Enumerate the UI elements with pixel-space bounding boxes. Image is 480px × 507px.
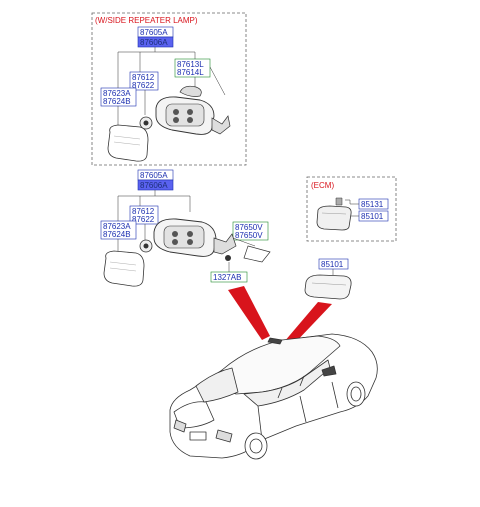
part-label-87612[interactable]: 87612 <box>132 73 155 82</box>
ecm-group-box <box>306 176 397 242</box>
part-label-85101[interactable]: 85101 <box>361 212 384 221</box>
leader-lines-top <box>117 47 226 128</box>
repeater-group-title: (W/SIDE REPEATER LAMP) <box>95 16 198 25</box>
part-label-87606A[interactable]: 87606A <box>140 181 168 190</box>
part-label-box <box>100 220 137 240</box>
mirror-glass-icon <box>107 124 149 162</box>
mirror-actuator-icon <box>139 116 153 130</box>
part-label-87624B[interactable]: 87624B <box>103 97 131 106</box>
pointer-arrow-side-mirror <box>228 286 270 340</box>
part-label-87613L[interactable]: 87613L <box>177 60 204 69</box>
part-label-87606A[interactable]: 87606A <box>140 38 168 47</box>
leader-lines-middle <box>117 190 256 272</box>
repeater-group-box <box>91 12 247 166</box>
part-label-box <box>318 258 349 270</box>
part-label-box <box>174 58 211 78</box>
mirror-actuator-icon <box>139 239 153 253</box>
part-label-box <box>100 87 137 107</box>
part-label-87650V[interactable]: 87650V <box>235 223 263 232</box>
part-label-85101-plain[interactable]: 85101 <box>321 260 344 269</box>
pointer-arrow-rearview <box>284 302 332 346</box>
mirror-cover-icon <box>179 85 202 97</box>
part-label-87660V[interactable]: 87650V <box>235 231 263 240</box>
part-label-87623A[interactable]: 87623A <box>103 222 131 231</box>
part-label-box <box>129 71 159 91</box>
mirror-housing-icon <box>153 218 237 257</box>
mirror-glass-icon <box>103 250 145 287</box>
part-label-1327AB[interactable]: 1327AB <box>213 273 241 282</box>
ecm-group-title: (ECM) <box>311 181 334 190</box>
part-label-box <box>232 221 269 241</box>
part-label-highlight <box>137 36 174 48</box>
pointer-arrows <box>228 286 332 346</box>
part-label-87623A[interactable]: 87623A <box>103 89 131 98</box>
mirror-cap-icon <box>243 245 271 263</box>
mirror-housing-icon <box>155 96 231 135</box>
part-label-87612[interactable]: 87612 <box>132 207 155 216</box>
part-label-85131[interactable]: 85131 <box>361 200 384 209</box>
screw-icon <box>225 255 231 261</box>
part-label-87614L[interactable]: 87614L <box>177 68 204 77</box>
car-illustration <box>169 333 378 460</box>
rearview-mirror-icon <box>304 274 352 300</box>
part-label-box <box>129 205 159 225</box>
part-label-87605A[interactable]: 87605A <box>140 28 168 37</box>
rearview-mirror-ecm-icon <box>316 197 352 231</box>
part-label-87624B[interactable]: 87624B <box>103 230 131 239</box>
part-label-87622[interactable]: 87622 <box>132 81 155 90</box>
part-label-highlight <box>137 179 174 191</box>
part-label-87605A[interactable]: 87605A <box>140 171 168 180</box>
part-label-87622[interactable]: 87622 <box>132 215 155 224</box>
